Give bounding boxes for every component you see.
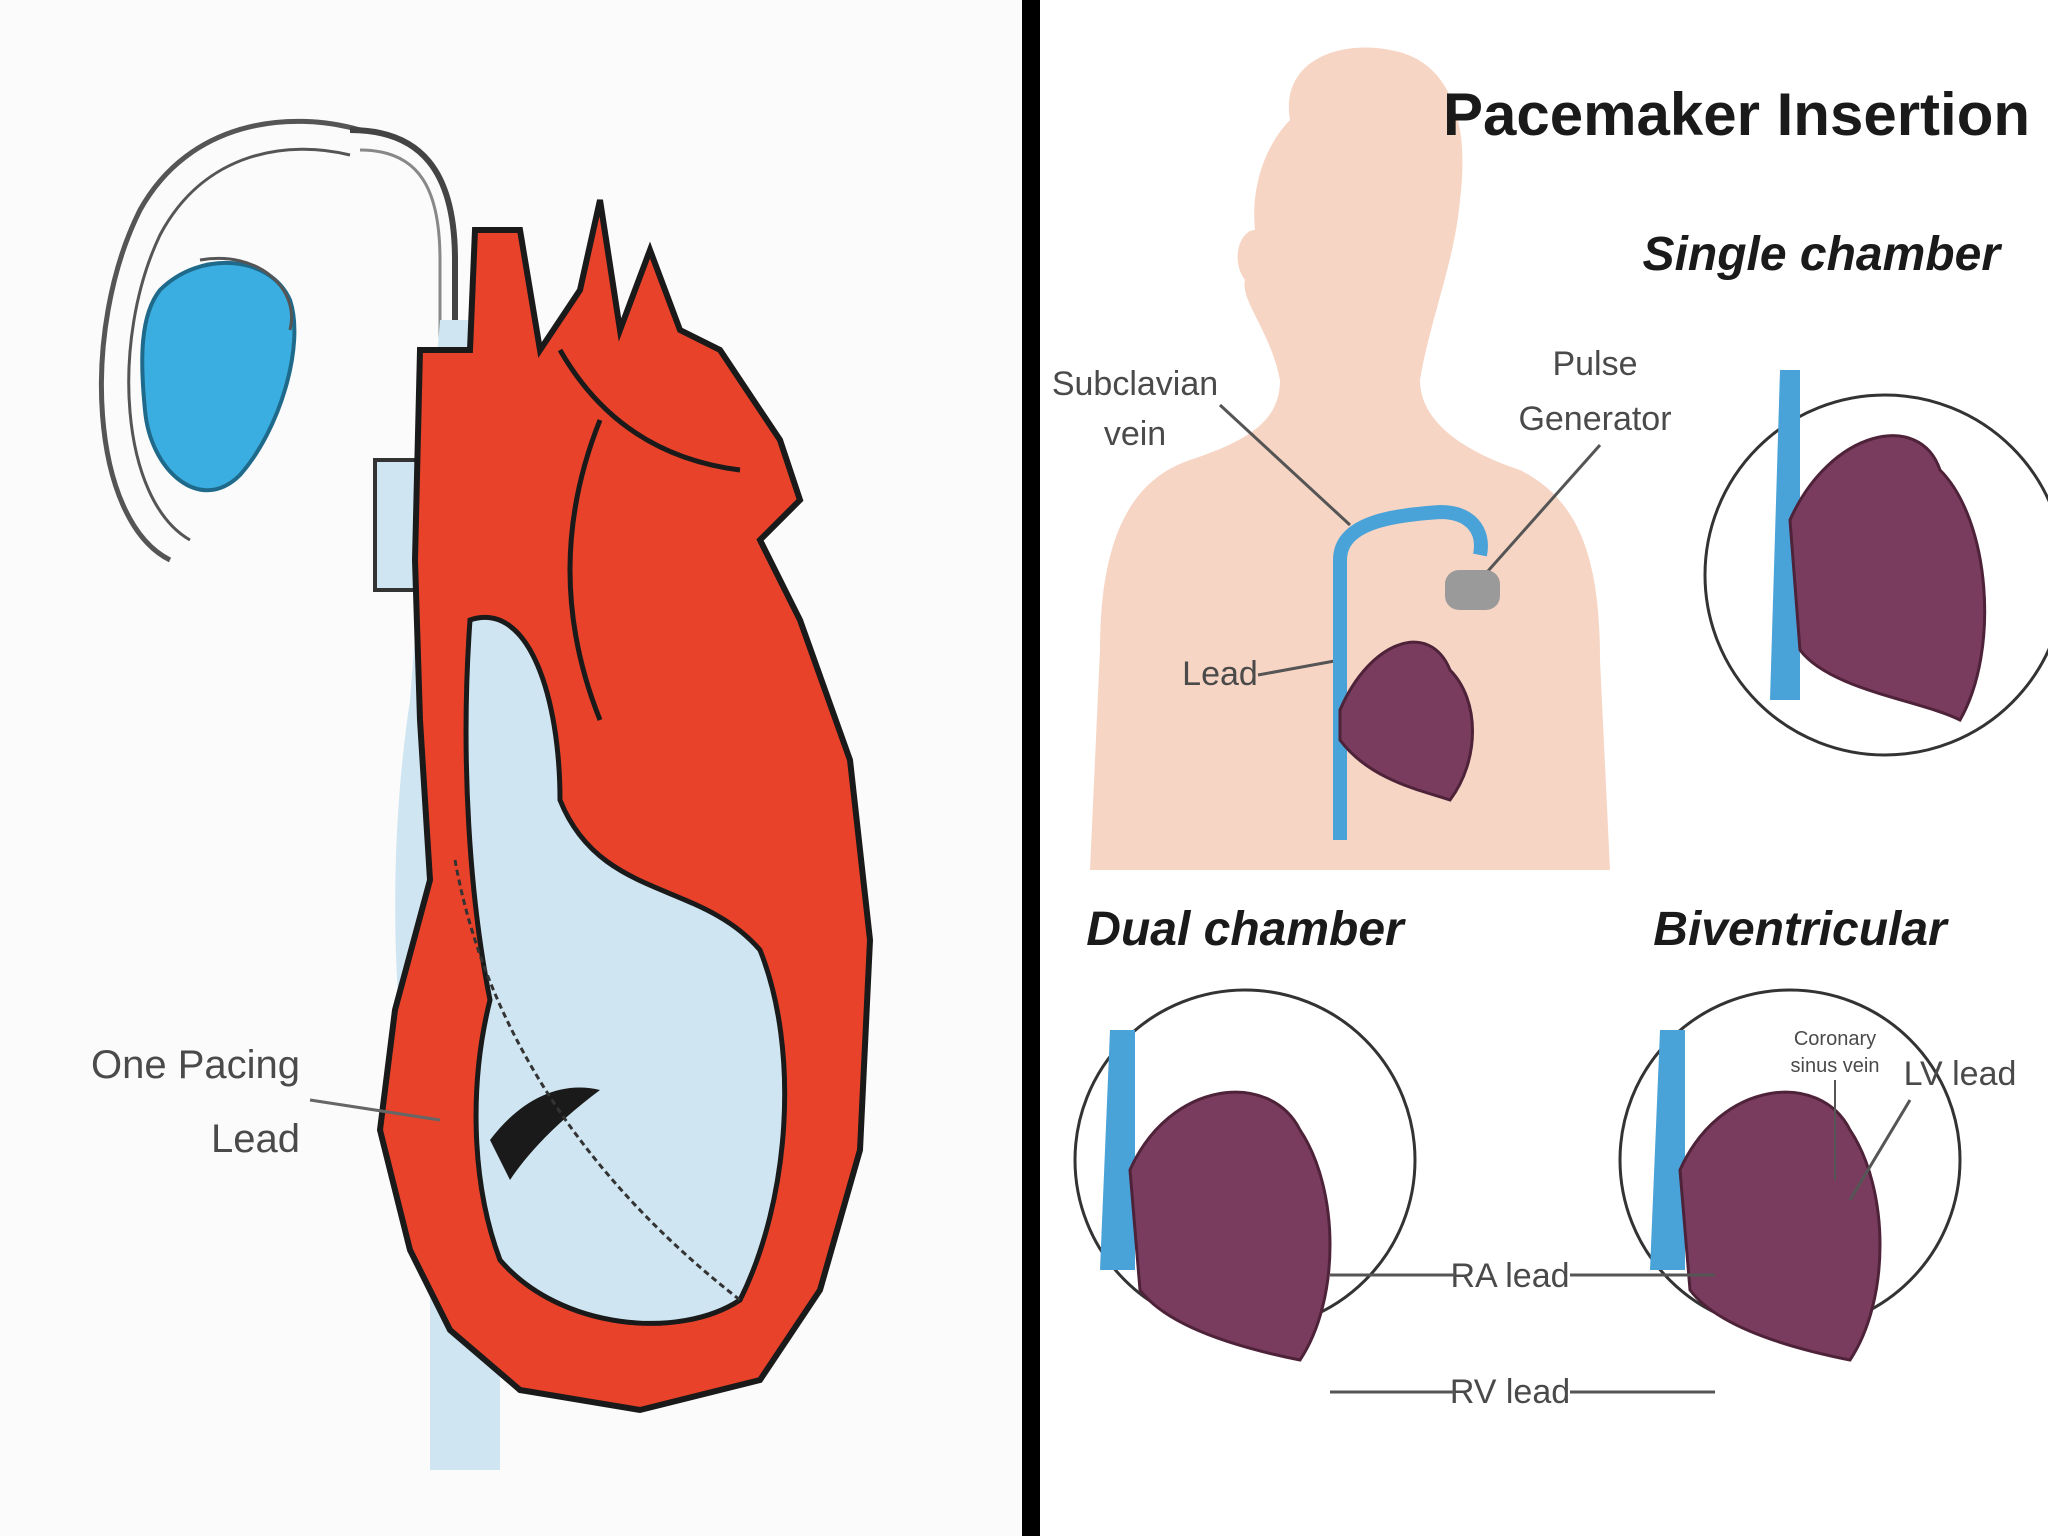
heart-pacemaker-illustration: One Pacing Lead (91, 118, 874, 1470)
biventricular-title: Biventricular (1653, 903, 1949, 956)
heart (376, 199, 874, 1414)
rv-lead-label: RV lead (1450, 1373, 1570, 1411)
single-chamber-title: Single chamber (1643, 228, 2003, 281)
pacemaker-device (98, 118, 361, 563)
dual-chamber-title: Dual chamber (1086, 903, 1406, 956)
coronary-sinus-label-line2: sinus vein (1791, 1055, 1880, 1077)
right-infographic-panel: Pacemaker Insertion Single chamber Subcl… (1040, 0, 2048, 1536)
torso-silhouette (1090, 47, 1610, 871)
lead-label: Lead (1182, 655, 1258, 693)
lv-lead-label: LV lead (1904, 1055, 2017, 1093)
pulse-generator-label-line2: Generator (1518, 400, 1671, 438)
one-pacing-label: One Pacing (91, 1043, 300, 1087)
subclavian-label-line2: vein (1104, 415, 1166, 453)
left-diagram-panel: One Pacing Lead (0, 0, 1022, 1536)
torso-heart (1338, 640, 1474, 802)
one-pacing-label-line2: Lead (211, 1117, 300, 1161)
coronary-sinus-label: Coronary (1794, 1028, 1876, 1050)
ra-lead-label: RA lead (1450, 1257, 1569, 1295)
subclavian-label: Subclavian (1052, 365, 1218, 403)
pulse-generator-device (1445, 570, 1500, 610)
page-title: Pacemaker Insertion (1443, 81, 2030, 148)
label-pointer (309, 1098, 441, 1122)
pulse-generator-label: Pulse (1552, 345, 1637, 383)
pacemaker-insertion-infographic: Pacemaker Insertion Single chamber Subcl… (1052, 47, 2048, 1411)
